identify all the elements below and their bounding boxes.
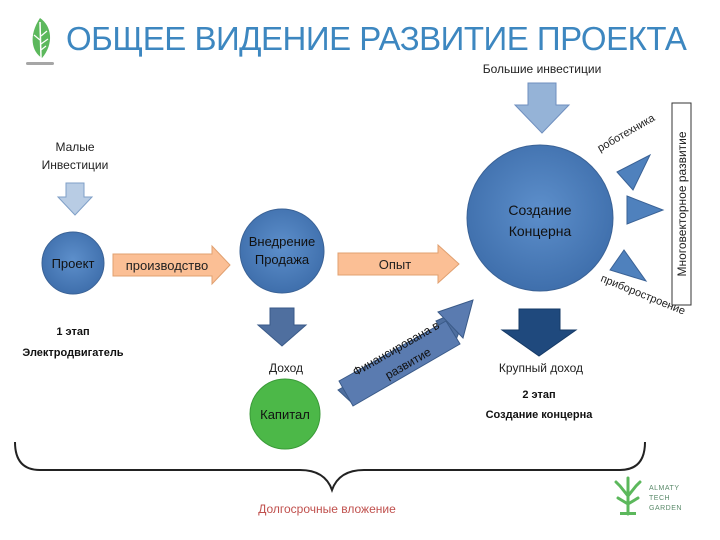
capital-node-label: Капитал bbox=[260, 407, 310, 422]
leaf-logo-icon bbox=[26, 18, 54, 65]
income-arrow bbox=[256, 307, 308, 347]
page-title: ОБЩЕЕ ВИДЕНИЕ РАЗВИТИЕ ПРОЕКТА bbox=[66, 20, 687, 57]
big-investments-arrow bbox=[513, 82, 571, 134]
stage1-label-line1: 1 этап bbox=[56, 326, 89, 338]
implementation-node-label-line1: Внедрение bbox=[249, 234, 316, 249]
logo-text-line3: GARDEN bbox=[649, 505, 682, 512]
project-node-label: Проект bbox=[52, 256, 95, 271]
robotics-branch-triangle bbox=[616, 153, 652, 191]
long-term-brace bbox=[14, 441, 646, 494]
experience-arrow bbox=[337, 243, 460, 285]
small-investments-label-line2: Инвестиции bbox=[42, 158, 109, 172]
multivector-box bbox=[671, 102, 692, 306]
logo-text-line1: ALMATY bbox=[649, 485, 680, 492]
logo-text-line2: TECH bbox=[649, 495, 670, 502]
almaty-tech-garden-logo bbox=[614, 476, 642, 516]
instrumentation-branch-triangle bbox=[609, 249, 648, 282]
stage1-label-line2: Электродвигатель bbox=[22, 347, 123, 359]
implementation-node bbox=[239, 208, 325, 294]
robotics-label: роботехника bbox=[596, 112, 658, 155]
financing-arrow-body bbox=[338, 320, 461, 407]
production-arrow bbox=[112, 244, 231, 286]
concern-node-label-line2: Концерна bbox=[509, 223, 572, 239]
small-investments-arrow bbox=[56, 182, 94, 216]
big-income-label: Крупный доход bbox=[499, 361, 583, 375]
concern-node-label-line1: Создание bbox=[508, 202, 571, 218]
financing-arrow-head bbox=[437, 299, 474, 339]
big-investments-label: Большие инвестиции bbox=[483, 62, 602, 76]
stage2-label-line2: Создание концерна bbox=[486, 409, 594, 421]
big-income-arrow bbox=[500, 308, 578, 357]
concern-node bbox=[466, 144, 614, 292]
multivector-label: Многовекторное развитие bbox=[675, 131, 689, 276]
production-arrow-label: производство bbox=[126, 258, 208, 273]
stage2-label-line1: 2 этап bbox=[522, 389, 555, 401]
capital-node bbox=[249, 378, 321, 450]
implementation-node-label-line2: Продажа bbox=[255, 252, 310, 267]
brace-caption: Долгосрочные вложение bbox=[258, 502, 396, 516]
small-investments-label-line1: Малые bbox=[55, 140, 94, 154]
center-branch-triangle bbox=[626, 195, 665, 225]
experience-arrow-label: Опыт bbox=[379, 257, 411, 272]
income-label: Доход bbox=[269, 361, 303, 375]
project-node bbox=[41, 231, 105, 295]
